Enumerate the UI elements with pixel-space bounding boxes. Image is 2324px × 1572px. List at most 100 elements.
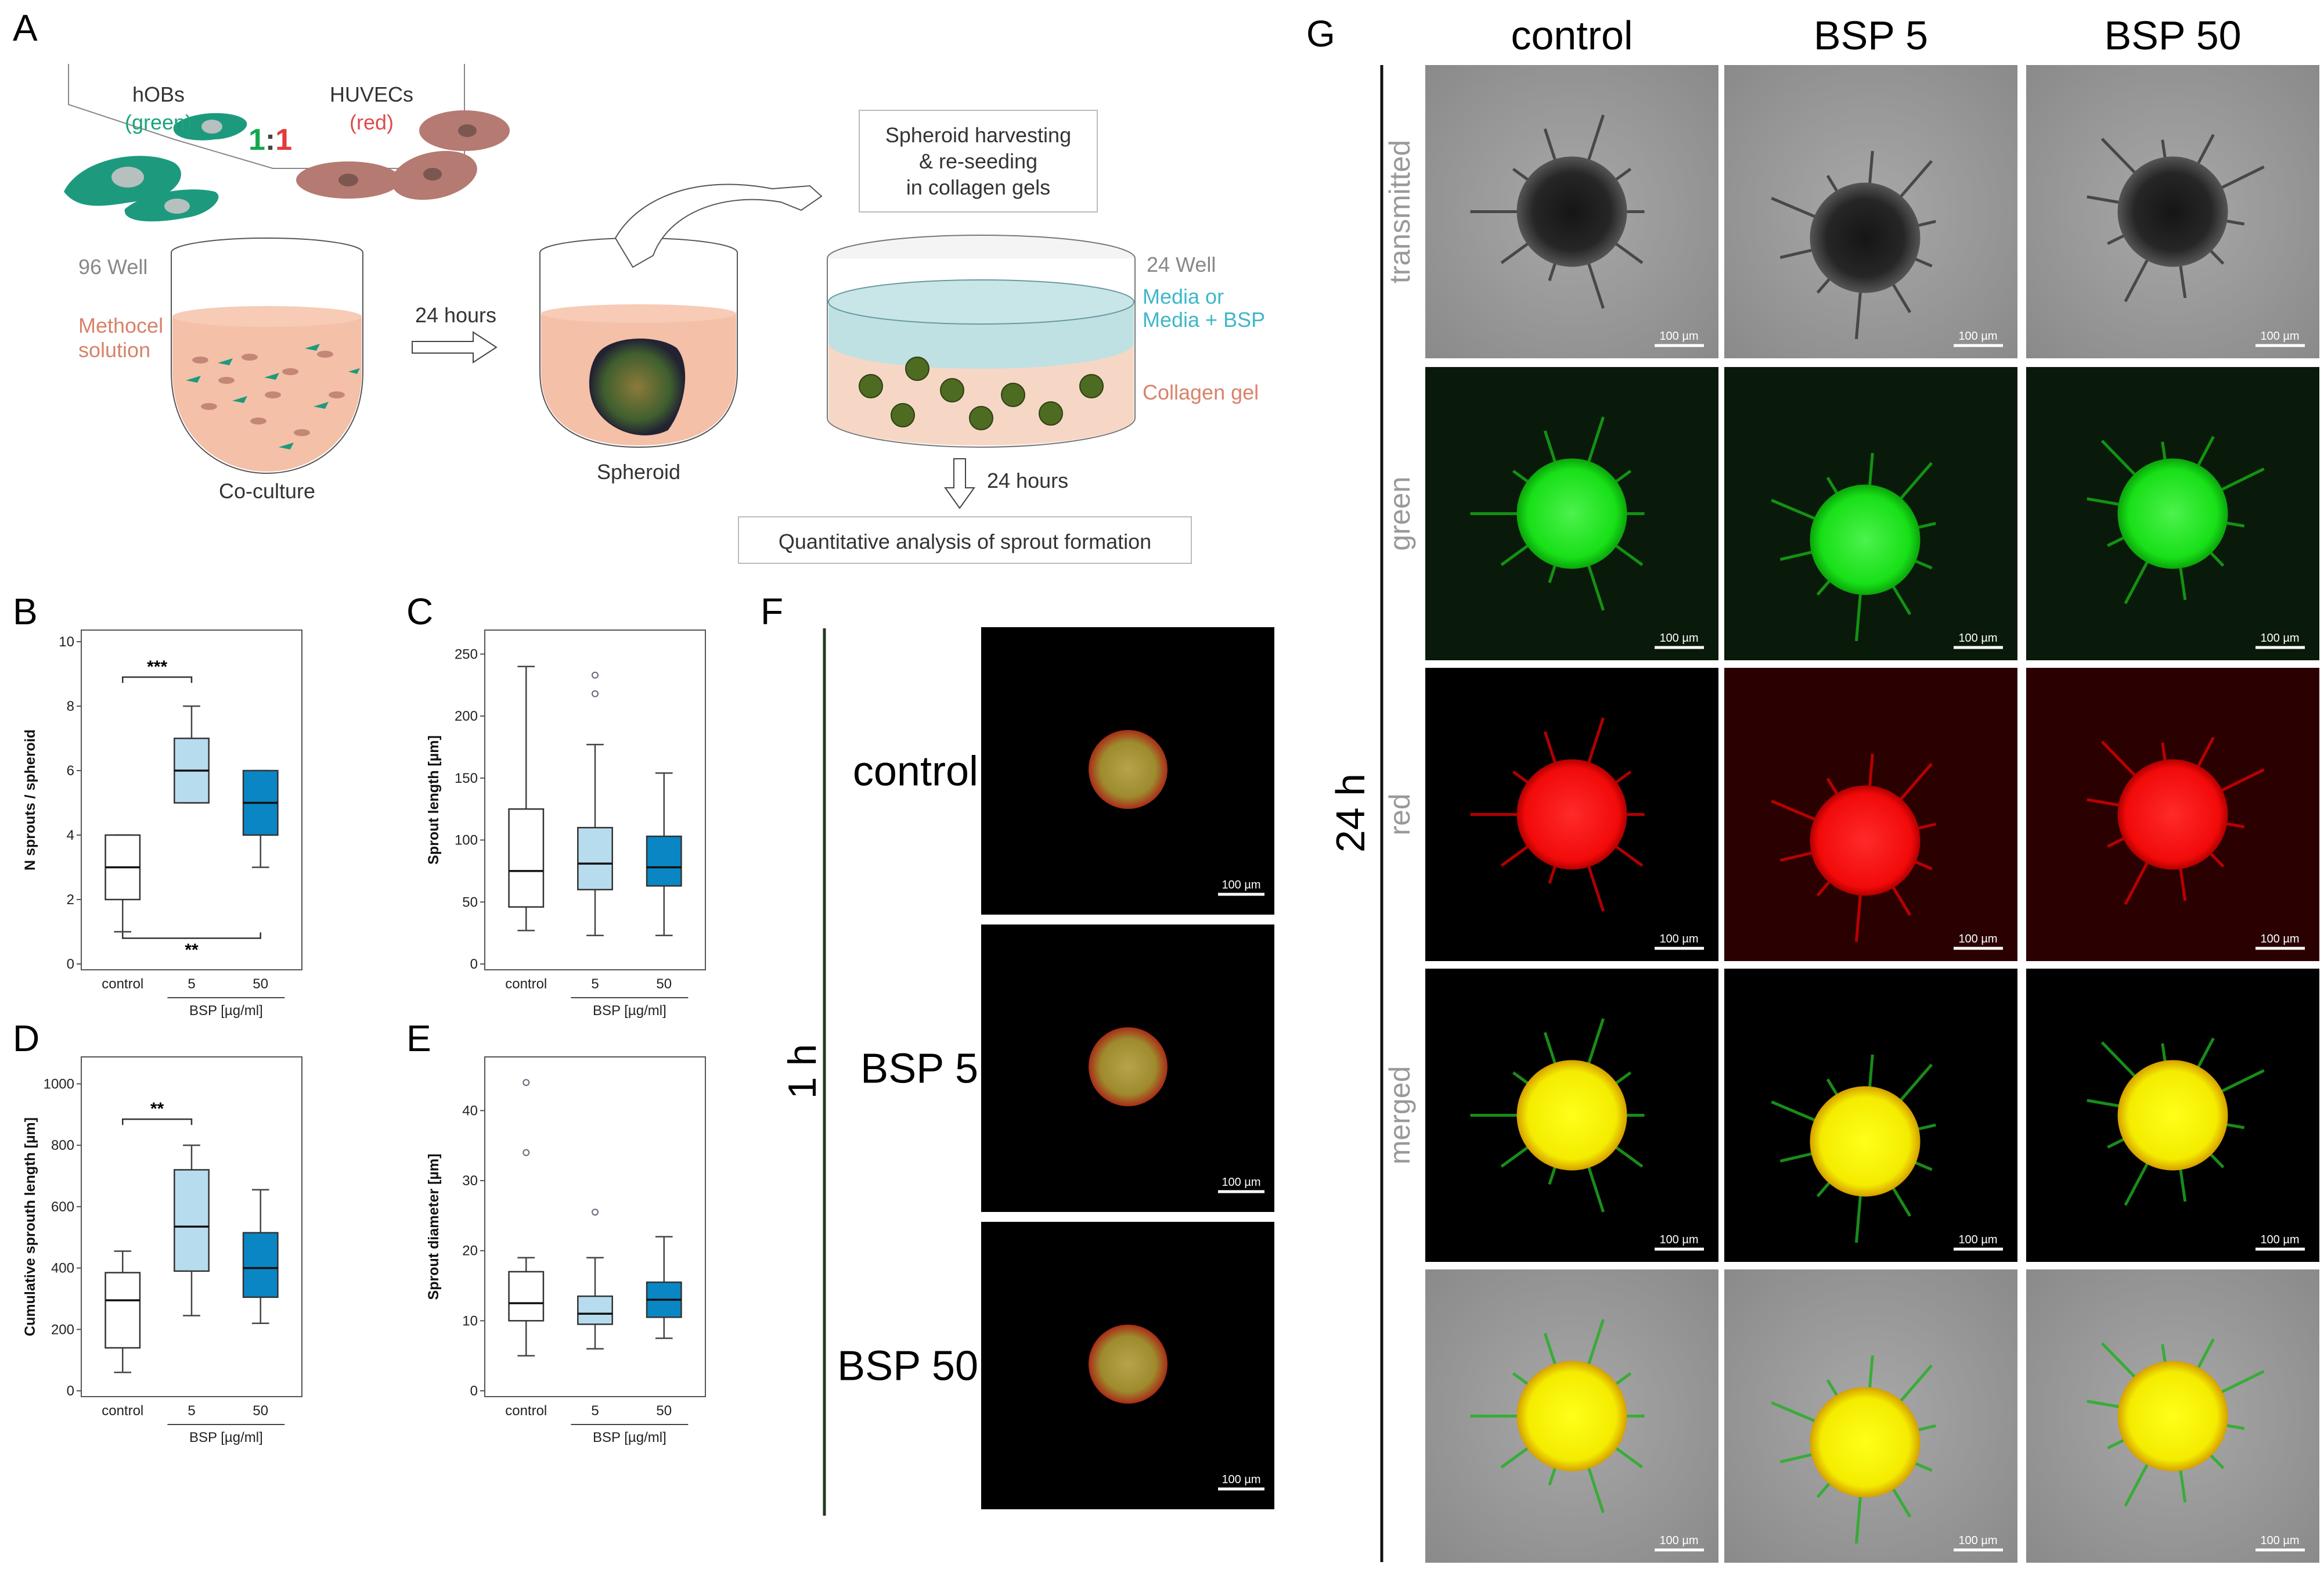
- scale-bar-label: 100 µm: [1958, 933, 1997, 945]
- scale-bar-label: 100 µm: [1659, 1534, 1698, 1547]
- hobs-label: hOBs: [132, 82, 185, 106]
- spheroid-24h: [2117, 1060, 2228, 1171]
- analysis-box: [738, 516, 1192, 564]
- x-tick-label: 5: [591, 1403, 599, 1419]
- spheroid-label: Spheroid: [597, 460, 680, 484]
- scale-bar-label: 100 µm: [1659, 1233, 1698, 1246]
- y-tick-label: 10: [59, 634, 74, 650]
- y-tick-label: 0: [470, 1383, 478, 1399]
- box-50: [242, 1232, 279, 1298]
- spheroid-24h: [1516, 1060, 1627, 1171]
- spheroid-1h: [1089, 1027, 1168, 1106]
- box-control: [508, 1271, 545, 1322]
- panel-letter-a: A: [13, 7, 38, 49]
- panel-letter-c: C: [406, 591, 433, 632]
- panel-g-column-label: BSP 5: [1814, 13, 1928, 58]
- significance-label: ***: [147, 657, 167, 677]
- y-tick-label: 200: [51, 1322, 74, 1337]
- y-tick-label: 0: [470, 956, 478, 972]
- harvest-line-1: Spheroid harvesting: [885, 123, 1071, 147]
- outlier-point: [592, 1208, 599, 1216]
- huvec-cells-icon: [296, 110, 510, 200]
- well-96-coculture: [171, 238, 363, 474]
- solution-label: solution: [78, 338, 150, 362]
- harvest-arrow-icon: [614, 184, 823, 268]
- panel-letter-e: E: [406, 1017, 431, 1059]
- scale-bar-label: 100 µm: [1958, 330, 1997, 343]
- scale-bar-label: 100 µm: [1222, 1473, 1260, 1486]
- arrow-down-icon: [944, 458, 975, 509]
- panel-g-row-label: green: [1383, 477, 1416, 551]
- x-tick-label: control: [505, 1403, 547, 1419]
- analysis-label: Quantitative analysis of sprout formatio…: [779, 530, 1151, 553]
- x-tick-label: 50: [656, 1403, 672, 1419]
- y-axis-label: N sprouts / spheroid: [22, 729, 38, 870]
- x-axis-label: BSP [µg/ml]: [189, 1430, 263, 1445]
- outlier-point: [523, 1079, 530, 1087]
- x-tick-label: 5: [188, 1403, 195, 1419]
- y-tick-label: 30: [462, 1173, 478, 1189]
- huvecs-color-label: (red): [349, 110, 394, 134]
- spheroid-24h: [2117, 1361, 2228, 1472]
- panel-g-column-label: BSP 50: [2104, 13, 2241, 58]
- hob-cells-icon: [64, 113, 247, 222]
- arrow-time-label-2: 24 hours: [987, 469, 1068, 492]
- box-5: [174, 1169, 210, 1272]
- scale-bar-label: 100 µm: [2260, 1534, 2299, 1547]
- harvest-line-2: & re-seeding: [919, 149, 1037, 173]
- x-tick-label: control: [505, 976, 547, 992]
- harvest-box: [859, 110, 1098, 213]
- significance-label: **: [185, 941, 199, 960]
- y-tick-label: 150: [455, 771, 478, 786]
- media-label-1: Media or: [1143, 285, 1224, 308]
- panel-g-column-label: control: [1511, 13, 1633, 58]
- x-tick-label: 50: [656, 976, 672, 992]
- y-tick-label: 100: [455, 833, 478, 848]
- spheroid-1h: [1089, 1325, 1168, 1404]
- y-tick-label: 8: [67, 699, 74, 714]
- panel-letter-g: G: [1306, 13, 1335, 55]
- scale-bar-label: 100 µm: [1222, 879, 1260, 891]
- spheroid-24h: [1810, 484, 1921, 595]
- box-50: [646, 835, 682, 887]
- panel-g-row-label: merged: [1383, 1066, 1416, 1165]
- spheroid-1h: [1089, 730, 1168, 809]
- y-tick-label: 800: [51, 1138, 74, 1153]
- well-24-label: 24 Well: [1147, 253, 1216, 276]
- ratio-label: 1:1: [248, 123, 292, 157]
- spheroid-24h: [1810, 785, 1921, 896]
- y-tick-label: 1000: [44, 1076, 74, 1092]
- panel-f-row-label: control: [853, 749, 978, 795]
- panel-g-time-label: 24 h: [1328, 774, 1373, 852]
- significance-bracket: [122, 932, 261, 939]
- x-tick-label: 5: [591, 976, 599, 992]
- panel-f-row-label: BSP 50: [837, 1343, 978, 1390]
- panel-letter-f: F: [761, 591, 783, 632]
- panel-letter-b: B: [13, 591, 38, 632]
- significance-bracket: [122, 1118, 193, 1125]
- spheroid-24h: [1516, 458, 1627, 569]
- well-96-label: 96 Well: [78, 255, 147, 279]
- well-spheroid: [539, 238, 738, 448]
- x-axis-label: BSP [µg/ml]: [189, 1003, 263, 1019]
- well-24-collagen: [827, 235, 1136, 448]
- box-5: [577, 826, 613, 891]
- scale-bar-label: 100 µm: [1958, 1233, 1997, 1246]
- y-axis-label: Cumulative sprouth length [µm]: [22, 1117, 38, 1336]
- spheroid-24h: [2117, 458, 2228, 569]
- scale-bar-label: 100 µm: [1659, 632, 1698, 645]
- scale-bar-label: 100 µm: [1958, 1534, 1997, 1547]
- spheroid-24h: [2117, 156, 2228, 267]
- spheroid-24h: [1810, 182, 1921, 293]
- y-tick-label: 250: [455, 646, 478, 662]
- y-tick-label: 2: [67, 892, 74, 908]
- spheroid-24h: [2117, 759, 2228, 870]
- spheroid-24h: [1810, 1387, 1921, 1498]
- panel-a-schematic: A hOBs (green) HUVECs (red) 1:1: [13, 7, 1265, 564]
